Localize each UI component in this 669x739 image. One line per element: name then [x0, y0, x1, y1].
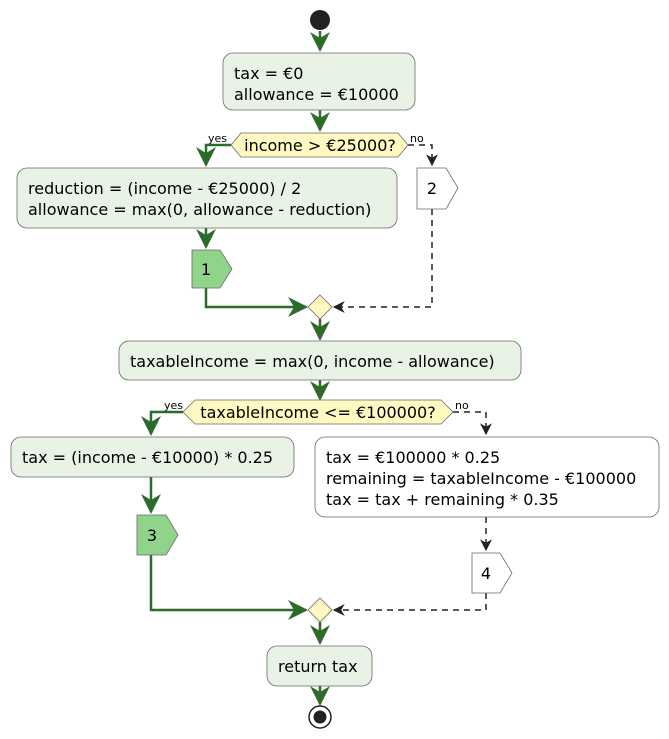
marker-1-label: 1	[201, 260, 211, 279]
decision-income-no-label: no	[410, 132, 424, 145]
edge-marker4-to-merge2	[332, 593, 487, 616]
action-reduce-line-2: allowance = max(0, allowance - reduction…	[28, 200, 371, 219]
decision-income: income > €25000?	[230, 132, 409, 158]
marker-2-label: 2	[427, 179, 437, 198]
marker-2: 2	[416, 167, 459, 210]
marker-4: 4	[471, 552, 513, 594]
action-higher: tax = €100000 * 0.25 remaining = taxable…	[314, 436, 660, 518]
marker-4-label: 4	[481, 564, 491, 583]
end-node	[308, 705, 332, 729]
edge-decision1-yes	[196, 143, 231, 167]
action-init-line-1: tax = €0	[234, 64, 303, 83]
decision-taxable-no-label: no	[455, 399, 469, 412]
merge-diamond-2	[307, 597, 333, 623]
action-init: tax = €0 allowance = €10000	[222, 52, 416, 111]
edge-marker3-to-merge2	[149, 555, 308, 620]
action-higher-line-2: remaining = taxableIncome - €100000	[326, 469, 636, 488]
marker-3-label: 3	[147, 526, 157, 545]
merge-diamond-1	[307, 294, 333, 320]
edge-decision2-no	[453, 411, 492, 436]
action-basic-line-1: tax = (income - €10000) * 0.25	[22, 448, 273, 467]
action-basic: tax = (income - €10000) * 0.25	[10, 436, 295, 478]
action-reduce-line-1: reduction = (income - €25000) / 2	[28, 179, 301, 198]
action-return-line-1: return tax	[278, 657, 358, 676]
marker-3: 3	[136, 514, 179, 556]
action-higher-line-1: tax = €100000 * 0.25	[326, 448, 500, 467]
action-reduce: reduction = (income - €25000) / 2 allowa…	[16, 167, 398, 229]
action-return: return tax	[266, 645, 373, 687]
edge-decision1-no	[408, 144, 438, 167]
marker-1: 1	[191, 249, 233, 289]
decision-taxable-yes-label: yes	[164, 399, 183, 412]
edge-marker1-to-merge1	[204, 288, 308, 317]
start-node	[310, 10, 330, 30]
decision-income-text: income > €25000?	[244, 136, 396, 155]
action-init-line-2: allowance = €10000	[234, 85, 399, 104]
decision-income-yes-label: yes	[208, 132, 227, 145]
edge-decision2-yes	[141, 410, 183, 436]
decision-taxable-text: taxableIncome <= €100000?	[200, 403, 435, 422]
decision-taxable: taxableIncome <= €100000?	[182, 399, 454, 425]
action-taxable-line-1: taxableIncome = max(0, income - allowanc…	[130, 352, 495, 371]
action-higher-line-3: tax = tax + remaining * 0.35	[326, 490, 559, 509]
flow-edges	[141, 31, 492, 706]
action-taxable: taxableIncome = max(0, income - allowanc…	[118, 340, 522, 381]
